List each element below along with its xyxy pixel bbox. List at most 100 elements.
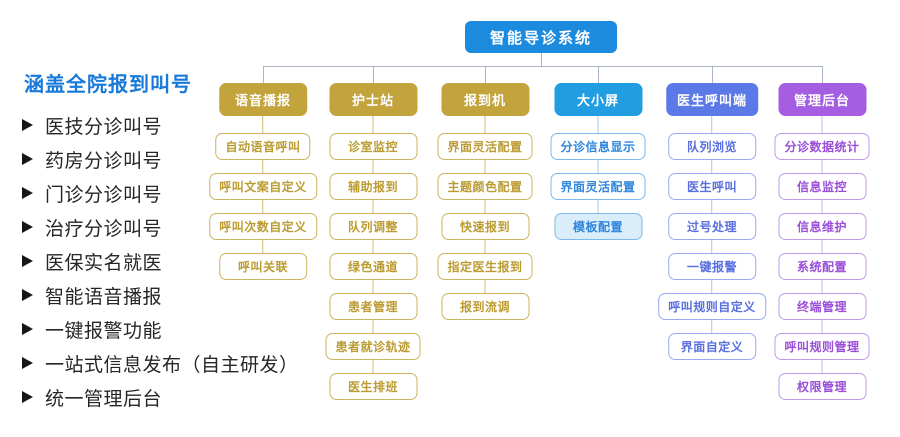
connector-column-drop (485, 66, 486, 83)
feature-node: 呼叫关联 (218, 253, 307, 280)
feature-node: 自动语音呼叫 (215, 133, 311, 160)
arrow-bullet-icon (22, 187, 33, 199)
feature-node: 绿色通道 (328, 253, 417, 280)
feature-node: 一键报警 (667, 253, 756, 280)
sidebar-feature-label: 统一管理后台 (45, 388, 163, 410)
sidebar-feature-item: 门诊分诊叫号 (22, 176, 352, 210)
feature-node: 医生呼叫 (667, 173, 756, 200)
connector-child-link (821, 200, 823, 213)
feature-node: 指定医生报到 (437, 253, 533, 280)
feature-node: 快速报到 (440, 213, 529, 240)
module-header-node: 报到机 (440, 83, 529, 116)
module-column: 护士站诊室监控辅助报到队列调整绿色通道患者管理患者就诊轨迹医生排班 (325, 83, 421, 400)
connector-child-link (711, 280, 713, 293)
connector-column-drop (822, 66, 823, 83)
feature-node: 主题颜色配置 (437, 173, 533, 200)
sidebar-feature-label: 智能语音播报 (45, 286, 163, 308)
feature-sidebar: 涵盖全院报到叫号 医技分诊叫号药房分诊叫号门诊分诊叫号治疗分诊叫号医保实名就医智… (22, 68, 352, 414)
feature-node: 界面灵活配置 (437, 133, 533, 160)
feature-node: 界面自定义 (667, 333, 756, 360)
arrow-bullet-icon (22, 357, 33, 369)
module-header-node: 管理后台 (777, 83, 866, 116)
connector-child-link (821, 240, 823, 253)
arrow-bullet-icon (22, 119, 33, 131)
sidebar-feature-label: 药房分诊叫号 (45, 150, 163, 172)
sidebar-feature-label: 医技分诊叫号 (45, 116, 163, 138)
connector-child-link (484, 240, 486, 253)
feature-node: 模板配置 (553, 213, 642, 240)
feature-node: 分诊数据统计 (774, 133, 870, 160)
feature-node: 诊室监控 (328, 133, 417, 160)
root-node: 智能导诊系统 (465, 21, 617, 53)
feature-node: 队列调整 (328, 213, 417, 240)
connector-column-drop (373, 66, 374, 83)
sidebar-feature-label: 治疗分诊叫号 (45, 218, 163, 240)
feature-node: 信息维护 (777, 213, 866, 240)
arrow-bullet-icon (22, 323, 33, 335)
connector-child-link (484, 116, 486, 133)
feature-node: 呼叫次数自定义 (209, 213, 317, 240)
arrow-bullet-icon (22, 391, 33, 403)
sidebar-title: 涵盖全院报到叫号 (24, 74, 192, 96)
feature-node: 医生排班 (328, 373, 417, 400)
module-header-node: 语音播报 (218, 83, 307, 116)
feature-node: 系统配置 (777, 253, 866, 280)
connector-rail (263, 66, 822, 67)
arrow-bullet-icon (22, 289, 33, 301)
connector-root-drop (541, 53, 542, 66)
feature-node: 过号处理 (667, 213, 756, 240)
connector-child-link (372, 116, 374, 133)
sidebar-feature-item: 统一管理后台 (22, 380, 352, 414)
connector-child-link (821, 116, 823, 133)
connector-column-drop (598, 66, 599, 83)
feature-node: 界面灵活配置 (550, 173, 646, 200)
connector-child-link (821, 320, 823, 333)
module-column: 报到机界面灵活配置主题颜色配置快速报到指定医生报到报到流调 (437, 83, 533, 320)
connector-child-link (821, 360, 823, 373)
connector-child-link (484, 200, 486, 213)
connector-child-link (597, 200, 599, 213)
arrow-bullet-icon (22, 255, 33, 267)
sidebar-list: 医技分诊叫号药房分诊叫号门诊分诊叫号治疗分诊叫号医保实名就医智能语音播报一键报警… (22, 108, 352, 414)
sidebar-feature-item: 治疗分诊叫号 (22, 210, 352, 244)
connector-child-link (711, 320, 713, 333)
feature-node: 终端管理 (777, 293, 866, 320)
connector-child-link (262, 160, 264, 173)
sidebar-feature-label: 一键报警功能 (45, 320, 163, 342)
module-header-node: 护士站 (328, 83, 417, 116)
module-header-node: 医生呼叫端 (665, 83, 759, 116)
feature-node: 呼叫规则管理 (774, 333, 870, 360)
module-column: 语音播报自动语音呼叫呼叫文案自定义呼叫次数自定义呼叫关联 (209, 83, 317, 280)
module-header-node: 大小屏 (553, 83, 642, 116)
sidebar-feature-item: 智能语音播报 (22, 278, 352, 312)
module-column: 管理后台分诊数据统计信息监控信息维护系统配置终端管理呼叫规则管理权限管理 (774, 83, 870, 400)
connector-child-link (484, 160, 486, 173)
feature-node: 辅助报到 (328, 173, 417, 200)
sidebar-feature-item: 医技分诊叫号 (22, 108, 352, 142)
connector-column-drop (263, 66, 264, 83)
feature-node: 呼叫规则自定义 (658, 293, 766, 320)
feature-node: 权限管理 (777, 373, 866, 400)
module-column: 大小屏分诊信息显示界面灵活配置模板配置 (550, 83, 646, 240)
module-column: 医生呼叫端队列浏览医生呼叫过号处理一键报警呼叫规则自定义界面自定义 (658, 83, 766, 360)
connector-child-link (262, 116, 264, 133)
connector-child-link (372, 200, 374, 213)
feature-node: 分诊信息显示 (550, 133, 646, 160)
connector-child-link (372, 240, 374, 253)
connector-child-link (372, 160, 374, 173)
feature-node: 信息监控 (777, 173, 866, 200)
connector-child-link (372, 280, 374, 293)
sidebar-feature-label: 医保实名就医 (45, 252, 163, 274)
connector-child-link (711, 200, 713, 213)
connector-child-link (597, 116, 599, 133)
sidebar-feature-item: 一键报警功能 (22, 312, 352, 346)
sidebar-feature-item: 一站式信息发布（自主研发） (22, 346, 352, 380)
arrow-bullet-icon (22, 153, 33, 165)
connector-child-link (821, 160, 823, 173)
connector-child-link (597, 160, 599, 173)
feature-node: 患者管理 (328, 293, 417, 320)
connector-child-link (821, 280, 823, 293)
connector-child-link (262, 200, 264, 213)
connector-child-link (262, 240, 264, 253)
